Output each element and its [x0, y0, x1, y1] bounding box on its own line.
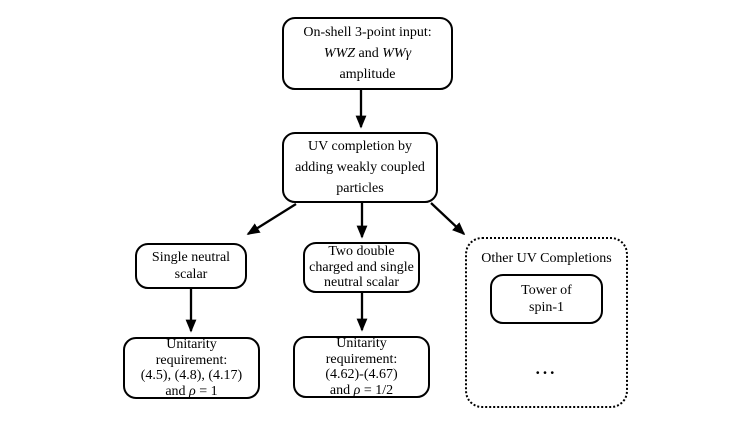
node-tower-of-spin1: Tower of spin-1: [490, 274, 603, 324]
node-text-line: neutral scalar: [323, 275, 399, 291]
node-text-line: Unitarity: [336, 336, 387, 351]
conjunction-text: and: [355, 46, 383, 61]
node-other-uv-completions: Other UV Completions Tower of spin-1 ...: [465, 237, 628, 408]
node-unitarity-middle: Unitarity requirement: (4.62)-(4.67) and…: [293, 336, 430, 398]
node-uv-completion: UV completion by adding weakly coupled p…: [282, 132, 438, 203]
rho-symbol: ρ: [189, 383, 196, 399]
node-text-line: requirement:: [155, 352, 228, 368]
node-text-line: requirement:: [325, 351, 398, 367]
node-text-line: adding weakly coupled: [295, 160, 425, 175]
node-text-line: charged and single: [309, 259, 414, 275]
rho-value: = 1/2: [360, 382, 394, 398]
and-text: and: [329, 382, 354, 398]
node-single-neutral-scalar: Single neutral scalar: [135, 243, 247, 289]
node-text-line: WWZ and WWγ: [324, 43, 411, 64]
arrow-uv-to-other-completions: [430, 202, 466, 236]
node-text-line: (4.62)-(4.67): [325, 367, 398, 382]
wwz-amplitude-label: WWZ: [323, 46, 356, 61]
node-text-line: Two double: [328, 244, 395, 260]
and-text: and: [165, 383, 190, 399]
node-text-line: and ρ = 1/2: [330, 383, 393, 399]
other-uv-title: Other UV Completions: [481, 251, 612, 266]
node-text-line: particles: [336, 181, 384, 196]
node-text-line: On-shell 3-point input:: [303, 25, 432, 40]
arrow-uv-to-single-scalar: [246, 203, 297, 235]
node-onshell-input: On-shell 3-point input: WWZ and WWγ ampl…: [282, 17, 453, 90]
node-text-line: Unitarity: [166, 337, 217, 352]
node-text-line: (4.5), (4.8), (4.17): [140, 368, 243, 383]
rho-value: = 1: [195, 383, 218, 399]
node-text-line: Single neutral: [151, 250, 231, 265]
node-text-line: Tower of: [521, 283, 572, 298]
node-text-line: UV completion by: [308, 139, 412, 154]
node-double-charged-scalar: Two double charged and single neutral sc…: [303, 242, 420, 293]
node-text-line: spin-1: [529, 300, 564, 315]
node-unitarity-left: Unitarity requirement: (4.5), (4.8), (4.…: [123, 337, 260, 399]
node-text-line: scalar: [174, 267, 208, 282]
node-text-line: and ρ = 1: [165, 384, 217, 400]
wwgamma-amplitude-label: WWγ: [382, 46, 412, 61]
node-text-line: amplitude: [339, 67, 396, 82]
rho-symbol: ρ: [353, 382, 361, 398]
ellipsis-more-completions: ...: [535, 359, 558, 378]
